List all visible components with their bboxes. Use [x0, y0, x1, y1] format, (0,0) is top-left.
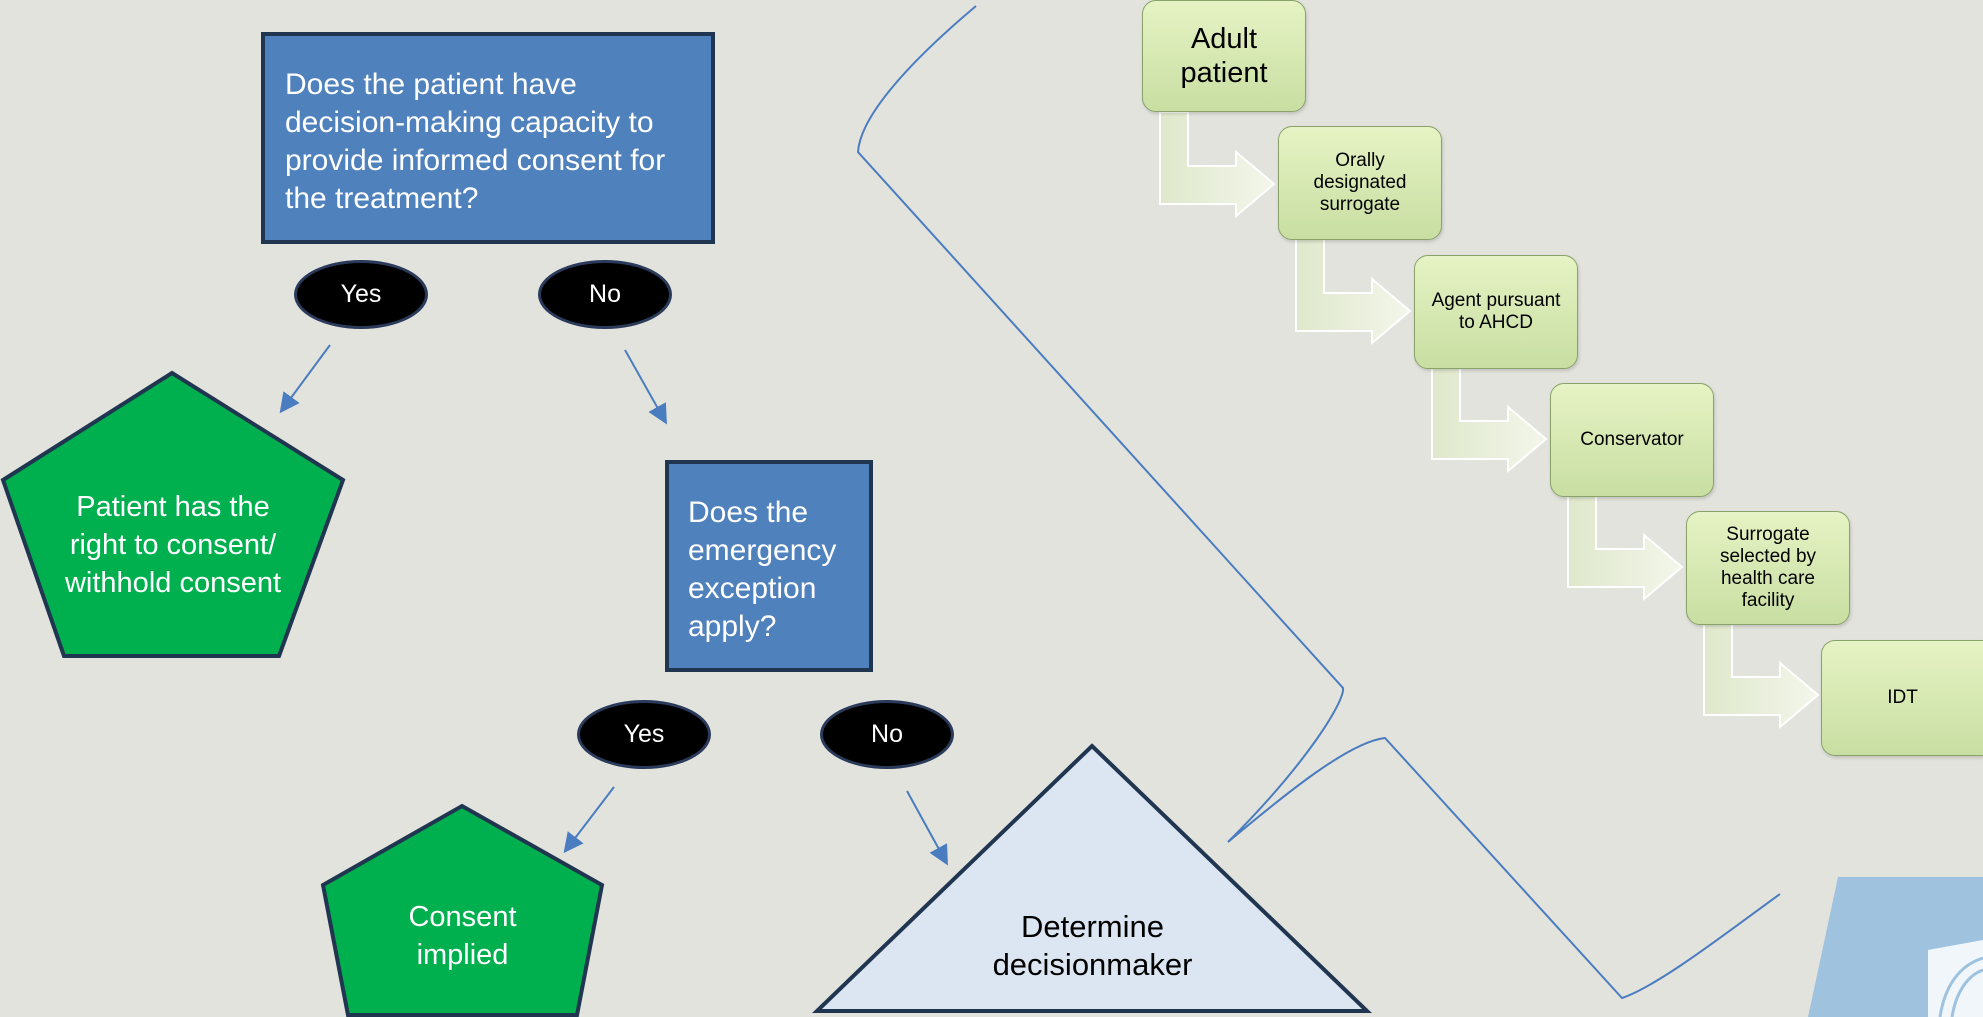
arrow-q1-no	[624, 349, 667, 425]
q1-yes-label: Yes	[340, 280, 382, 308]
curly-brace	[856, 5, 1345, 843]
hierarchy-label-facility-surrogate: Surrogate selected by health care facili…	[1719, 524, 1817, 611]
question-capacity-text: Does the patient have decision-making ca…	[285, 68, 666, 215]
q2-yes-label: Yes	[623, 720, 665, 748]
staircase-arrows	[1159, 111, 1820, 730]
seal-icon-lines	[1938, 956, 1983, 1017]
hierarchy-label-orally-designated: Orally designated surrogate	[1313, 150, 1407, 215]
consent-implied-label: Consent implied	[408, 901, 517, 971]
q2-yes-button[interactable]: Yes	[577, 700, 711, 769]
question-emergency-box: Does the emergency exception apply?	[665, 460, 873, 672]
capacity-result-text: Patient has the right to consent/ withho…	[62, 450, 284, 640]
question-capacity-box: Does the patient have decision-making ca…	[261, 32, 715, 244]
pentagon-consent-implied	[320, 803, 605, 1017]
q1-no-label: No	[589, 280, 621, 308]
q1-yes-button[interactable]: Yes	[294, 260, 428, 329]
hierarchy-label-idt: IDT	[1887, 687, 1918, 708]
hierarchy-step-agent-ahcd: Agent pursuant to AHCD	[1414, 255, 1578, 369]
q2-no-button[interactable]: No	[820, 700, 954, 769]
hierarchy-label-agent-ahcd: Agent pursuant to AHCD	[1431, 290, 1561, 333]
determine-decisionmaker-label: Determine decisionmaker	[992, 909, 1193, 982]
q2-no-label: No	[871, 720, 903, 748]
hierarchy-label-conservator: Conservator	[1580, 429, 1684, 450]
hierarchy-step-conservator: Conservator	[1550, 383, 1714, 497]
triangle-determine	[812, 743, 1372, 1013]
hierarchy-step-orally-designated: Orally designated surrogate	[1278, 126, 1442, 240]
question-emergency-text: Does the emergency exception apply?	[688, 496, 837, 643]
capacity-result-label: Patient has the right to consent/ withho…	[64, 491, 282, 599]
hierarchy-step-idt: IDT	[1821, 640, 1983, 756]
consent-implied-text: Consent implied	[370, 895, 555, 977]
hierarchy-step-adult-patient: Adult patient	[1142, 0, 1306, 112]
pentagon-capacity	[0, 370, 346, 658]
determine-decisionmaker-text: Determine decisionmaker	[960, 905, 1225, 987]
arrow-q1-yes	[279, 344, 331, 414]
hierarchy-step-facility-surrogate: Surrogate selected by health care facili…	[1686, 511, 1850, 625]
arrow-q2-yes	[563, 786, 615, 854]
curly-brace-lower	[1227, 736, 1781, 1000]
q1-no-button[interactable]: No	[538, 260, 672, 329]
hierarchy-label-adult-patient: Adult patient	[1180, 23, 1268, 89]
arrow-q2-no	[906, 790, 948, 866]
